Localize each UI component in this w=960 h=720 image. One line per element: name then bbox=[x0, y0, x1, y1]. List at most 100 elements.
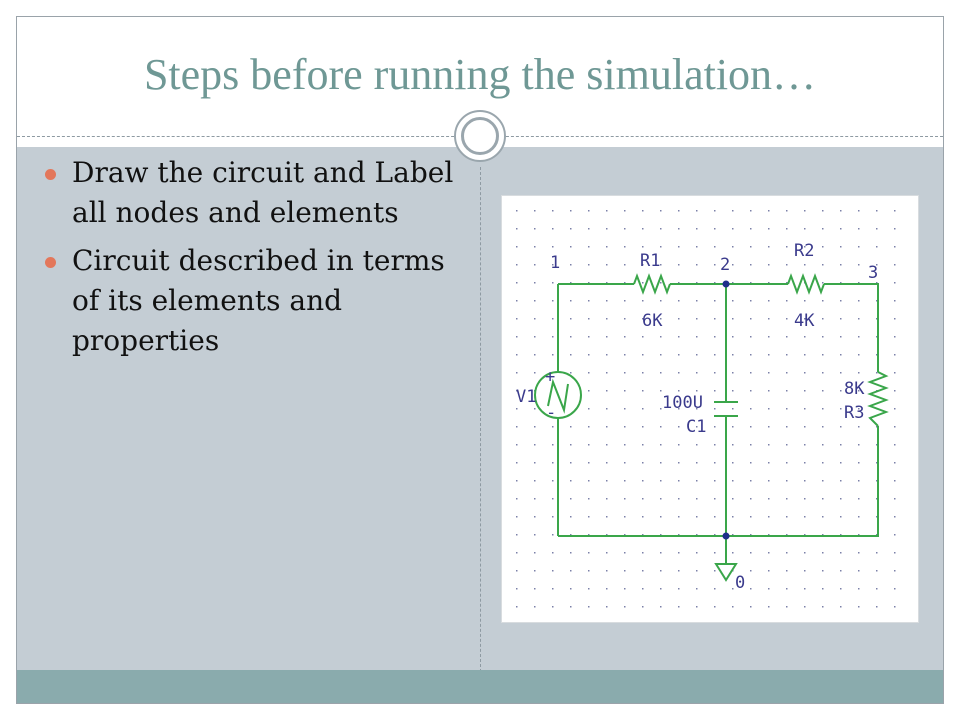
grid-dot bbox=[840, 354, 842, 356]
grid-dot bbox=[894, 516, 896, 518]
grid-dot bbox=[678, 408, 680, 410]
grid-dot bbox=[894, 246, 896, 248]
grid-dot bbox=[642, 336, 644, 338]
grid-dot bbox=[822, 552, 824, 554]
grid-dot bbox=[732, 444, 734, 446]
grid-dot bbox=[642, 228, 644, 230]
grid-dot bbox=[804, 498, 806, 500]
grid-dot bbox=[642, 606, 644, 608]
grid-dot bbox=[894, 534, 896, 536]
grid-dot bbox=[894, 372, 896, 374]
grid-dot bbox=[894, 444, 896, 446]
grid-dot bbox=[624, 462, 626, 464]
grid-dot bbox=[768, 300, 770, 302]
grid-dot bbox=[534, 408, 536, 410]
grid-dot bbox=[894, 390, 896, 392]
grid-dot bbox=[678, 264, 680, 266]
grid-dot bbox=[696, 210, 698, 212]
grid-dot bbox=[606, 516, 608, 518]
grid-dot bbox=[876, 534, 878, 536]
grid-dot bbox=[678, 498, 680, 500]
grid-dot bbox=[552, 300, 554, 302]
grid-dot bbox=[660, 282, 662, 284]
grid-dot bbox=[876, 516, 878, 518]
grid-dot bbox=[516, 390, 518, 392]
grid-dot bbox=[894, 336, 896, 338]
grid-dot bbox=[660, 534, 662, 536]
grid-dot bbox=[804, 570, 806, 572]
grid-dot bbox=[624, 318, 626, 320]
grid-dot bbox=[768, 570, 770, 572]
grid-dot bbox=[588, 516, 590, 518]
grid-dot bbox=[624, 498, 626, 500]
grid-dot bbox=[840, 498, 842, 500]
node-label-2: 2 bbox=[720, 255, 730, 275]
grid-dot bbox=[732, 264, 734, 266]
grid-dot bbox=[534, 462, 536, 464]
grid-dot bbox=[552, 534, 554, 536]
grid-dot bbox=[822, 354, 824, 356]
grid-dot bbox=[678, 336, 680, 338]
grid-dot bbox=[894, 552, 896, 554]
grid-dots bbox=[516, 210, 896, 608]
grid-dot bbox=[678, 210, 680, 212]
grid-dot bbox=[732, 426, 734, 428]
grid-dot bbox=[714, 516, 716, 518]
grid-dot bbox=[840, 282, 842, 284]
grid-dot bbox=[894, 228, 896, 230]
grid-dot bbox=[534, 336, 536, 338]
grid-dot bbox=[786, 210, 788, 212]
grid-dot bbox=[858, 480, 860, 482]
grid-dot bbox=[714, 336, 716, 338]
grid-dot bbox=[624, 516, 626, 518]
grid-dot bbox=[606, 264, 608, 266]
grid-dot bbox=[804, 390, 806, 392]
grid-dot bbox=[552, 552, 554, 554]
grid-dot bbox=[750, 228, 752, 230]
grid-dot bbox=[714, 354, 716, 356]
grid-dot bbox=[516, 534, 518, 536]
grid-dot bbox=[822, 390, 824, 392]
grid-dot bbox=[588, 408, 590, 410]
grid-dot bbox=[840, 588, 842, 590]
grid-dot bbox=[822, 336, 824, 338]
grid-dot bbox=[786, 282, 788, 284]
grid-dot bbox=[588, 570, 590, 572]
grid-dot bbox=[516, 444, 518, 446]
grid-dot bbox=[570, 516, 572, 518]
grid-dot bbox=[660, 480, 662, 482]
grid-dot bbox=[822, 408, 824, 410]
grid-dot bbox=[768, 282, 770, 284]
grid-dot bbox=[876, 282, 878, 284]
grid-dot bbox=[768, 606, 770, 608]
grid-dot bbox=[750, 318, 752, 320]
grid-dot bbox=[822, 300, 824, 302]
grid-dot bbox=[570, 300, 572, 302]
grid-dot bbox=[786, 390, 788, 392]
grid-dot bbox=[840, 372, 842, 374]
grid-dot bbox=[534, 300, 536, 302]
grid-dot bbox=[588, 444, 590, 446]
grid-dot bbox=[642, 552, 644, 554]
grid-dot bbox=[606, 408, 608, 410]
grid-dot bbox=[660, 408, 662, 410]
grid-dot bbox=[534, 552, 536, 554]
grid-dot bbox=[624, 210, 626, 212]
grid-dot bbox=[570, 588, 572, 590]
grid-dot bbox=[516, 462, 518, 464]
grid-dot bbox=[696, 588, 698, 590]
grid-dot bbox=[696, 426, 698, 428]
grid-dot bbox=[732, 318, 734, 320]
grid-dot bbox=[570, 318, 572, 320]
grid-dot bbox=[858, 534, 860, 536]
grid-dot bbox=[588, 336, 590, 338]
grid-dot bbox=[840, 228, 842, 230]
grid-dot bbox=[534, 282, 536, 284]
grid-dot bbox=[516, 552, 518, 554]
grid-dot bbox=[570, 354, 572, 356]
grid-dot bbox=[588, 354, 590, 356]
grid-dot bbox=[678, 606, 680, 608]
grid-dot bbox=[516, 606, 518, 608]
grid-dot bbox=[732, 606, 734, 608]
grid-dot bbox=[822, 246, 824, 248]
